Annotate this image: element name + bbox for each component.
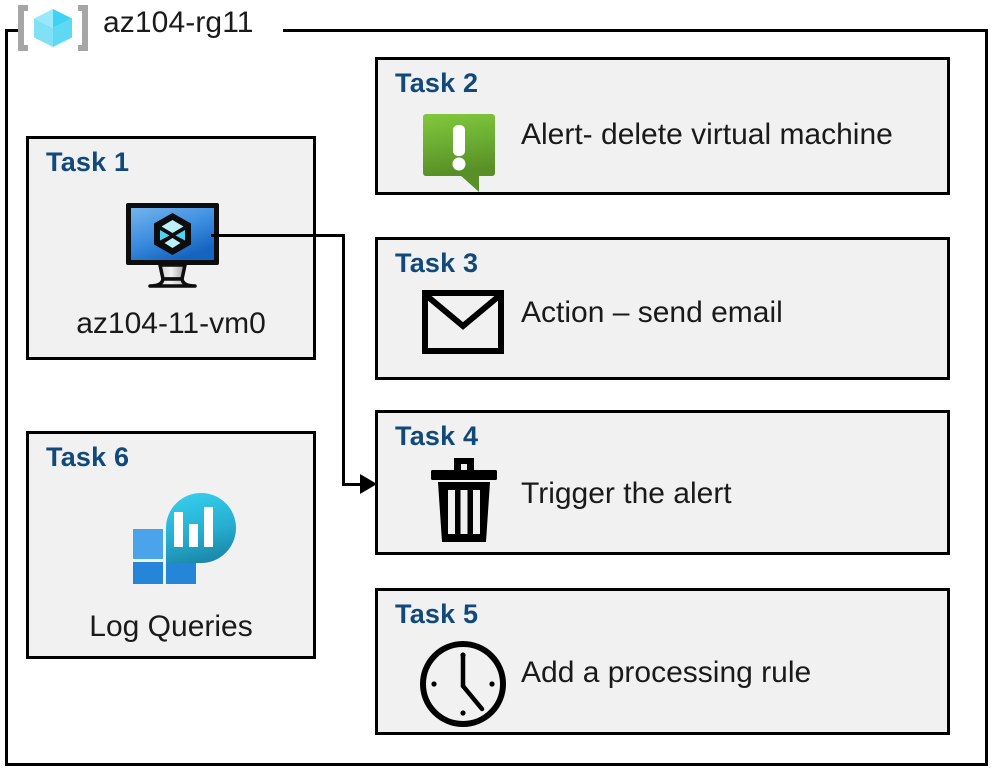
trash-delete-icon — [429, 456, 499, 549]
resource-group-border-top-right — [283, 29, 988, 32]
task-card-label: Trigger the alert — [521, 477, 732, 510]
connector-arrowhead-icon — [360, 474, 377, 494]
task-card-label: Add a processing rule — [521, 656, 812, 689]
email-envelope-icon — [422, 290, 504, 359]
resource-group-border-top-left — [5, 29, 19, 32]
connector-segment-vertical — [342, 234, 345, 486]
task-card-title: Task 1 — [46, 147, 130, 177]
virtual-machine-icon — [122, 201, 227, 296]
task-card-title: Task 2 — [395, 68, 479, 98]
task-card-task6[interactable]: Task 6 — [26, 431, 316, 659]
resource-group-label: az104-rg11 — [103, 6, 254, 39]
task-card-task5[interactable]: Task 5 Add a processing rule — [375, 588, 950, 735]
task-card-task4[interactable]: Task 4 Trigger the alert — [375, 410, 950, 555]
task-card-title: Task 4 — [395, 421, 479, 451]
resource-group-boundary — [5, 29, 988, 766]
task-card-task3[interactable]: Task 3 Action – send email — [375, 237, 950, 380]
task-card-title: Task 5 — [395, 599, 479, 629]
connector-segment-horizontal — [342, 483, 366, 486]
task-card-label: Action – send email — [521, 296, 783, 329]
task-card-title: Task 3 — [395, 248, 479, 278]
log-analytics-icon — [124, 482, 236, 592]
task-card-label: Alert- delete virtual machine — [521, 118, 893, 151]
task-card-title: Task 6 — [46, 442, 130, 472]
task-card-task1[interactable]: Task 1 — [26, 136, 316, 360]
task-card-label: az104-11-vm0 — [76, 307, 266, 340]
connector-segment-horizontal — [211, 234, 345, 237]
alert-exclamation-icon — [421, 112, 501, 199]
azure-resource-group-icon — [14, 3, 92, 53]
clock-icon — [418, 639, 508, 734]
task-card-task2[interactable]: Task 2 Alert- delete virtual machine — [375, 57, 950, 195]
task-card-label: Log Queries — [89, 610, 253, 643]
